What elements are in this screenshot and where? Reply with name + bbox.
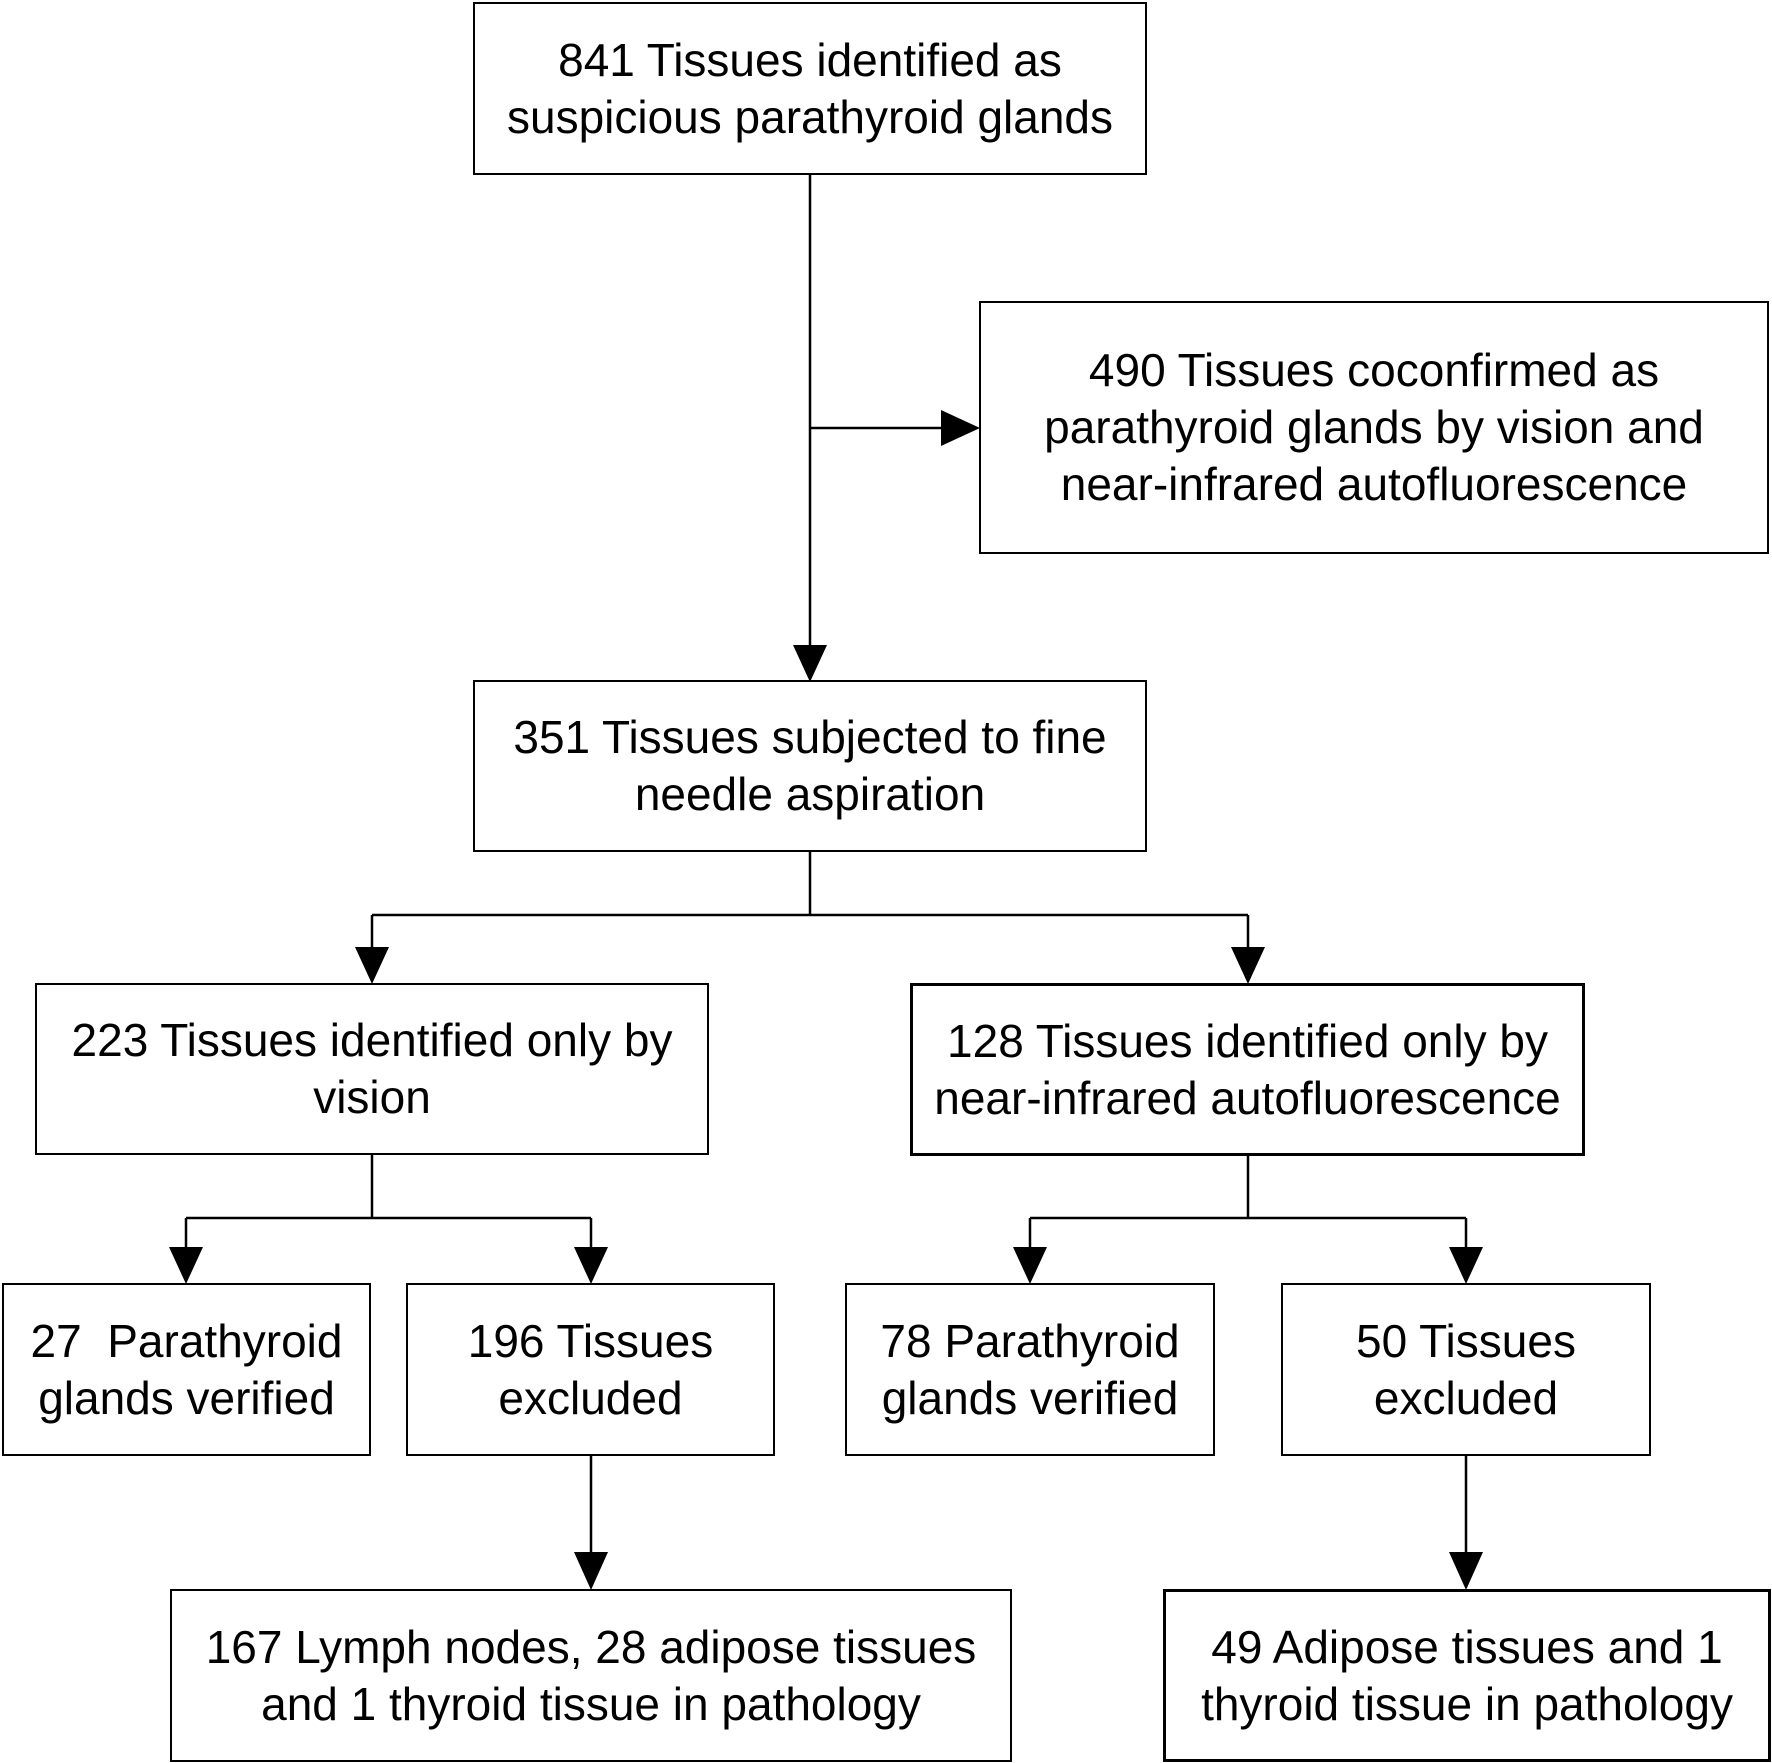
box-text-line: 841 Tissues identified as xyxy=(558,33,1062,86)
box-text-line: parathyroid glands by vision and xyxy=(1044,401,1704,453)
arrowhead-vision-only xyxy=(355,947,389,984)
arrowhead-vision-excluded xyxy=(574,1247,608,1284)
arrowhead-vision-pathology xyxy=(574,1552,608,1590)
box-text-line: 167 Lymph nodes, 28 adipose tissues xyxy=(205,1620,977,1673)
arrowhead-vision-verified xyxy=(169,1247,203,1284)
box-text-line: 50 Tissues xyxy=(1356,1314,1576,1367)
box-text-line: 223 Tissues identified only by xyxy=(71,1014,673,1066)
box-text-line: 490 Tissues coconfirmed as xyxy=(1088,344,1660,396)
box-text-line: thyroid tissue in pathology xyxy=(1201,1677,1733,1730)
arrowhead-nir-only xyxy=(1231,947,1265,984)
box-text-line: 78 Parathyroid xyxy=(880,1314,1180,1367)
box-text-line: suspicious parathyroid glands xyxy=(506,90,1114,143)
box-text-line: vision xyxy=(313,1071,431,1123)
box-text-line: excluded xyxy=(498,1371,683,1424)
box-text-line: 128 Tissues identified only by xyxy=(947,1014,1548,1067)
box-text-line: near-infrared autofluorescence xyxy=(1060,458,1688,510)
arrowhead-coconfirmed xyxy=(941,410,980,446)
box-text-line: glands verified xyxy=(38,1371,335,1424)
arrowhead-nir-verified xyxy=(1013,1247,1047,1284)
box-text-line: excluded xyxy=(1373,1371,1559,1424)
arrowhead-nir-excluded xyxy=(1449,1247,1483,1284)
box-text-line: glands verified xyxy=(881,1371,1179,1424)
box-text-line: 196 Tissues xyxy=(467,1314,714,1367)
box-text-line: and 1 thyroid tissue in pathology xyxy=(261,1677,921,1730)
arrowhead-nir-pathology xyxy=(1449,1552,1483,1590)
box-text-line: 351 Tissues subjected to fine xyxy=(513,711,1107,763)
box-text-line: needle aspiration xyxy=(634,768,986,820)
box-text-line: 49 Adipose tissues and 1 xyxy=(1211,1620,1723,1673)
box-text-line: near-infrared autofluorescence xyxy=(934,1071,1561,1124)
box-text-line: 27 Parathyroid xyxy=(30,1314,343,1367)
arrowhead-fna xyxy=(793,645,827,682)
